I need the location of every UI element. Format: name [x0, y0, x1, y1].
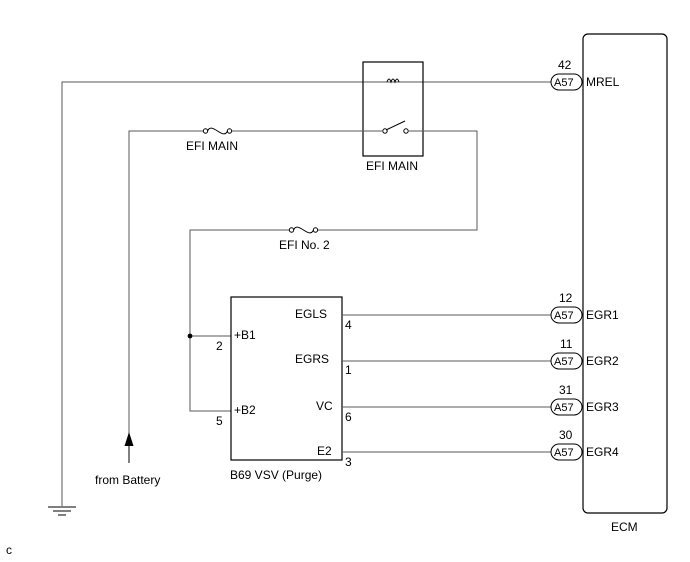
ecm-pin-egr3-conn: A57 [554, 402, 574, 414]
battery-label: from Battery [95, 473, 160, 487]
vsv-pin-egls-num: 4 [345, 318, 352, 332]
ecm-box [582, 33, 668, 514]
vsv-label: B69 VSV (Purge) [230, 468, 322, 482]
ecm-pin-egr3-connector [550, 398, 583, 416]
efi-no2-fuse-label: EFI No. 2 [279, 238, 330, 252]
ecm-pin-egr2-name: EGR2 [586, 354, 619, 368]
vsv-pin-egrs-num: 1 [345, 363, 352, 377]
relay-coil-icon [386, 78, 400, 84]
ecm-pin-egr3-name: EGR3 [586, 400, 619, 414]
ground-symbol [48, 506, 76, 516]
ecm-pin-egr1-num: 12 [559, 291, 573, 305]
ecm-pin-egr4-connector [550, 443, 583, 461]
ecm-label: ECM [611, 520, 638, 534]
relay-switch-icon [382, 120, 409, 134]
ecm-pin-egr4-name: EGR4 [586, 445, 619, 459]
vsv-pin-e2-num: 3 [345, 455, 352, 469]
vsv-pin-egrs-name: EGRS [295, 352, 329, 366]
corner-mark: c [6, 543, 12, 557]
ecm-pin-egr1-conn: A57 [554, 310, 574, 322]
ecm-pin-egr1-name: EGR1 [586, 308, 619, 322]
ecm-pin-egr4-conn: A57 [554, 447, 574, 459]
vsv-pin-b2-num: 5 [216, 414, 223, 428]
ecm-pin-egr1-connector [550, 306, 583, 324]
relay-label: EFI MAIN [366, 159, 418, 173]
vsv-pin-e2-name: E2 [317, 444, 332, 458]
ecm-pin-egr4-num: 30 [559, 428, 573, 442]
vsv-pin-b1-name: +B1 [234, 328, 256, 342]
ecm-pin-mrel-conn: A57 [554, 77, 574, 89]
efi-main-fuse-label: EFI MAIN [186, 139, 238, 153]
efi-main-fuse-icon [202, 127, 233, 135]
ecm-pin-egr2-connector [550, 352, 583, 370]
battery-wire [128, 130, 203, 440]
vsv-pin-vc-name: VC [316, 399, 333, 413]
efi-no2-to-vsv-wire [189, 229, 289, 412]
junction-dot [187, 333, 193, 339]
efi-no2-fuse-icon [288, 226, 319, 234]
ecm-pin-egr2-conn: A57 [554, 356, 574, 368]
ecm-pin-mrel-name: MREL [586, 75, 620, 89]
vsv-pin-b1-num: 2 [216, 339, 223, 353]
vsv-pin-b2-name: +B2 [234, 403, 256, 417]
vsv-box [230, 296, 343, 461]
ecm-pin-egr3-num: 31 [559, 383, 573, 397]
relay-output-wire [318, 130, 478, 231]
vsv-pin-egls-name: EGLS [295, 307, 327, 321]
mrel-wire [61, 81, 551, 506]
ecm-pin-mrel-num: 42 [558, 58, 572, 72]
battery-arrow-icon [124, 432, 134, 446]
efi-main-relay-box [362, 61, 424, 157]
ecm-pin-mrel-connector [550, 73, 583, 91]
vsv-pin-vc-num: 6 [345, 410, 352, 424]
ecm-pin-egr2-num: 11 [560, 337, 573, 351]
